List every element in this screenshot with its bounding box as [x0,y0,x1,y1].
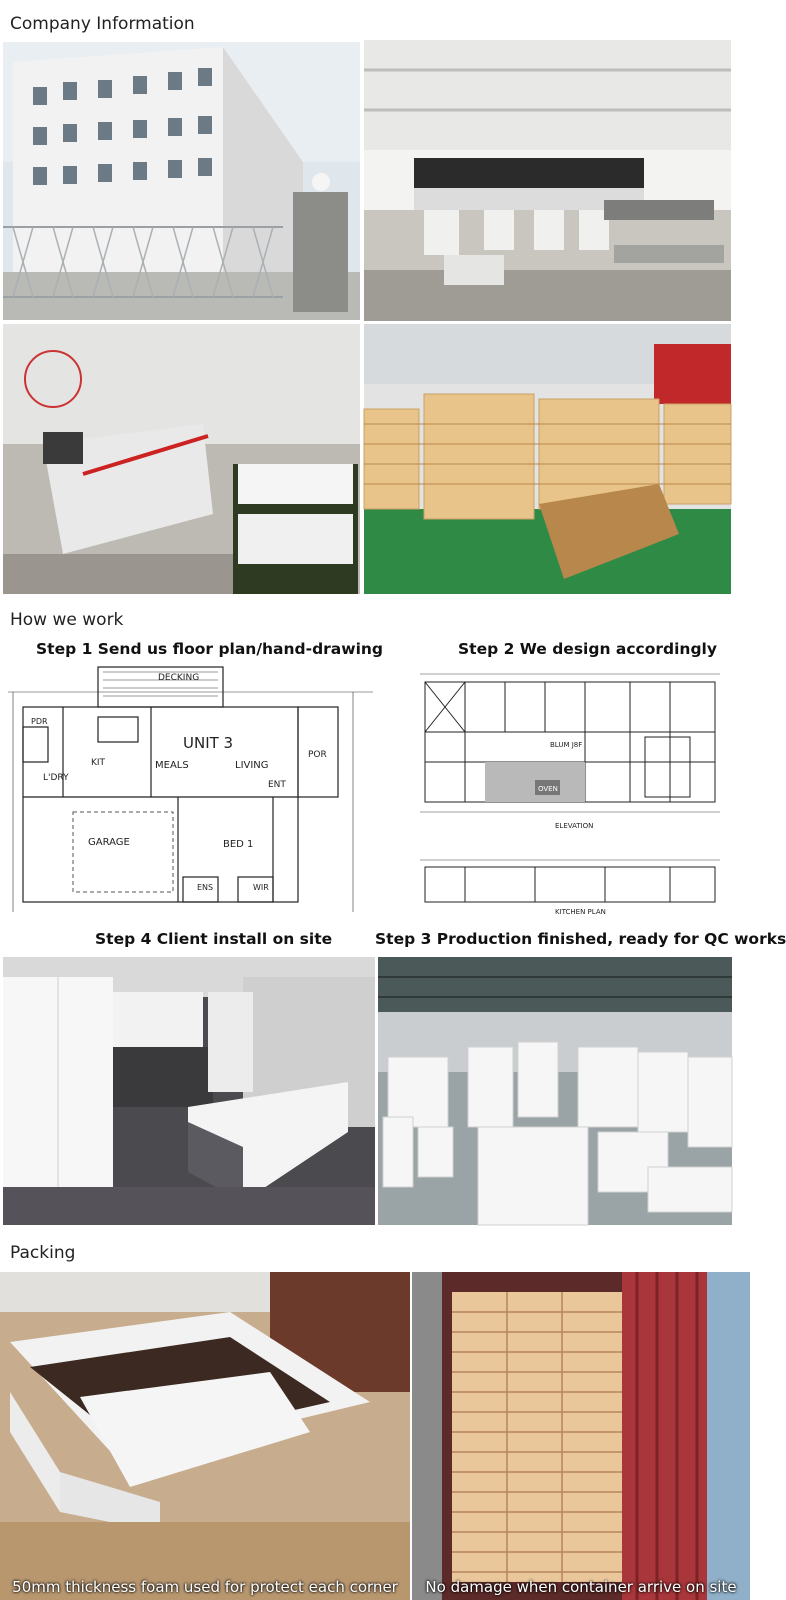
edge-banding-machine-photo [3,324,360,594]
elev-brand-text: BLUM J8F [550,741,582,749]
container-caption: No damage when container arrive on site [425,1578,737,1596]
fp-garage-text: GARAGE [88,837,130,848]
elev-label-text: ELEVATION [555,822,593,830]
foam-packing-caption: 50mm thickness foam used for protect eac… [12,1578,398,1596]
floor-plan-drawing: DECKING UNIT 3 MEALS LIVING KIT L'DRY PD… [3,662,375,920]
fp-living-text: LIVING [235,760,269,771]
company-section-title: Company Information [10,14,195,34]
elev-oven-text: OVEN [538,785,558,793]
fp-unit-text: UNIT 3 [183,734,233,752]
finished-cabinets-photo [378,957,733,1226]
fp-pdr-text: PDR [31,717,48,726]
step4-label: Step 4 Client install on site [95,930,333,948]
how-we-work-title: How we work [10,610,124,630]
kitchen-plan-label-text: KITCHEN PLAN [555,908,606,916]
factory-building-photo [3,42,360,320]
fp-bed-text: BED 1 [223,839,253,850]
packing-section-title: Packing [10,1243,76,1263]
fp-ent-text: ENT [268,780,286,790]
container-loading-photo: No damage when container arrive on site [412,1272,750,1600]
installed-kitchen-photo [3,957,375,1225]
kitchen-elevation-drawing: BLUM J8F OVEN ELEVATION KITCHEN PLAN [405,662,735,920]
fp-por-text: POR [308,750,327,760]
fp-ldry-text: L'DRY [43,773,69,783]
fp-meals-text: MEALS [155,760,189,771]
foam-corner-packing-photo: 50mm thickness foam used for protect eac… [0,1272,410,1600]
fp-decking-text: DECKING [158,673,199,683]
fp-kit-text: KIT [91,758,106,768]
step1-label: Step 1 Send us floor plan/hand-drawing [36,640,384,658]
workshop-panel-saw-photo [364,40,731,321]
fp-wir-text: WIR [253,883,269,892]
step2-label: Step 2 We design accordingly [458,640,717,658]
fp-ens-text: ENS [197,883,213,892]
packed-boxes-photo [363,324,732,594]
step3-label: Step 3 Production finished, ready for QC… [375,930,786,948]
